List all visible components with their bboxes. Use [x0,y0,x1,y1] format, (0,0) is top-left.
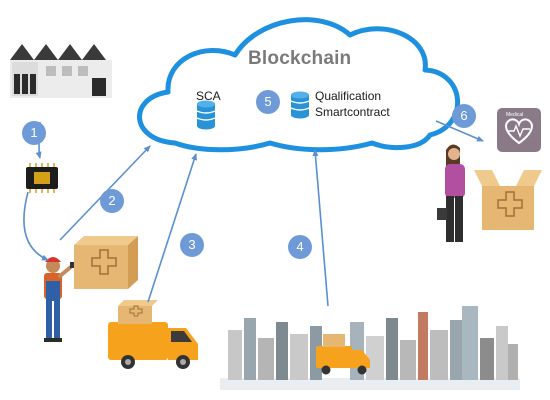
step-badge-4: 4 [288,235,312,259]
arrow-cloud-to-customer [435,120,484,142]
step-badge-3: 3 [180,233,204,257]
factory-icon [10,44,112,98]
microchip-icon [26,163,58,193]
arrow-truck-to-cloud [147,153,198,303]
blockchain-title: Blockchain [248,48,352,69]
customer-woman-figure [437,144,465,242]
worker-figure [44,257,75,342]
step-badge-6: 6 [452,104,476,128]
arrow-city-to-cloud [312,149,329,307]
step-badge-1: 1 [22,121,46,145]
open-package-box-icon [474,170,542,230]
blockchain-cloud [137,17,460,153]
smartcontract-label: Smartcontract [315,105,390,119]
sca-database-icon [196,100,216,130]
flow-arrows [23,120,484,307]
arrow-chip-to-worker [23,191,49,261]
sca-label: SCA [196,89,221,103]
qualification-database-icon [290,91,310,119]
delivery-truck-icon [108,300,198,369]
package-box-icon [74,236,138,289]
step-badge-5: 5 [256,90,280,114]
medical-heart-badge [497,108,541,152]
qualification-label: Qualification [315,89,382,103]
step-badge-2: 2 [100,189,124,213]
medical-label: Medical [506,112,524,118]
city-skyline [220,306,520,390]
